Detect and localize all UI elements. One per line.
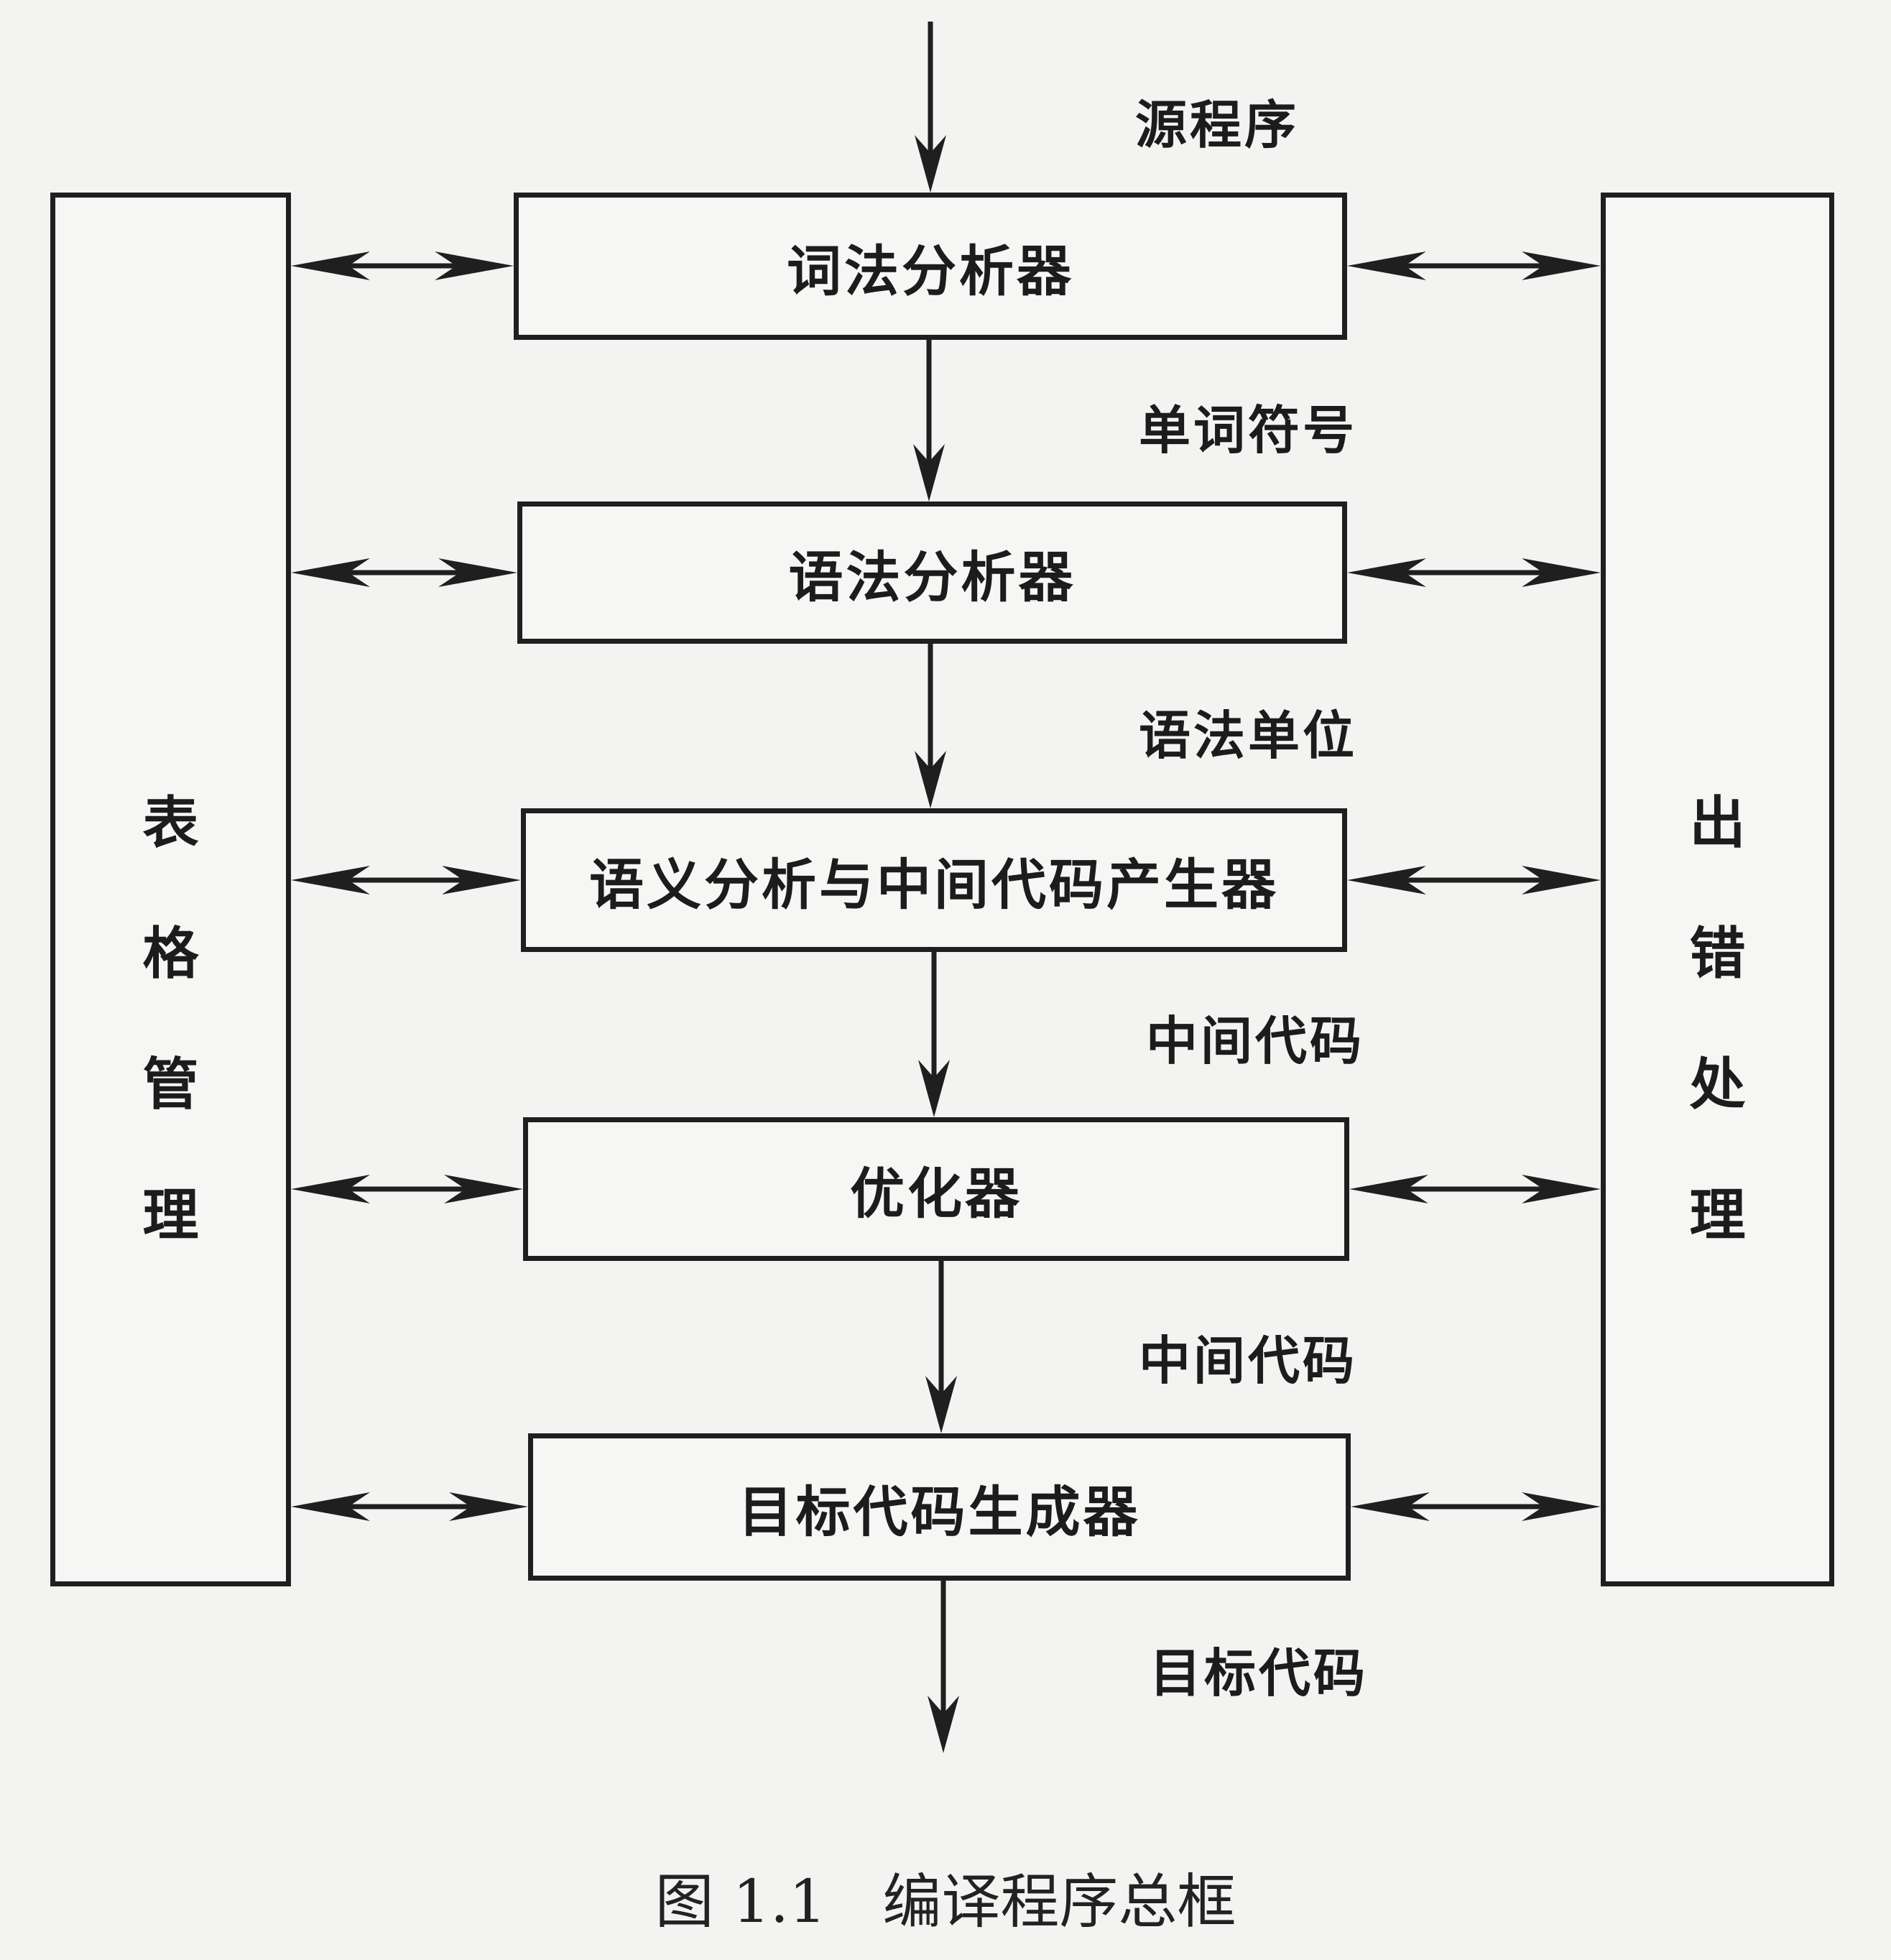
error-handling-char: 处 bbox=[1689, 1053, 1746, 1117]
syntax-analyzer-label: 语法分析器 bbox=[788, 545, 1076, 609]
syntax-unit-flow-label: 语法单位 bbox=[1139, 706, 1358, 766]
optimizer-box: 优化器 bbox=[523, 1117, 1349, 1261]
source-input-arrow-head bbox=[915, 135, 946, 193]
token-flow-label: 单词符号 bbox=[1139, 400, 1358, 461]
target-code-flow-label: 目标代码 bbox=[1150, 1643, 1369, 1704]
semantic-table-arrow-head-right bbox=[442, 866, 521, 895]
codegen-error-arrow-head-right bbox=[1522, 1492, 1601, 1521]
semantic-error-arrow-head-left bbox=[1347, 866, 1426, 895]
syntax-error-arrow-head-right bbox=[1522, 558, 1601, 587]
error-handling-label: 出 错 处 理 bbox=[1606, 758, 1829, 1281]
table-management-panel: 表 格 管 理 bbox=[50, 193, 291, 1586]
table-management-char: 管 bbox=[142, 1053, 199, 1117]
semantic-ir-generator-box: 语义分析与中间代码产生器 bbox=[521, 808, 1347, 952]
lexical-analyzer-label: 词法分析器 bbox=[787, 239, 1074, 303]
syntax-error-arrow-head-left bbox=[1347, 558, 1426, 587]
syntax-unit-flow-arrow-head bbox=[915, 751, 946, 808]
syntax-table-arrow-head-left bbox=[291, 558, 370, 587]
table-management-label: 表 格 管 理 bbox=[55, 758, 286, 1281]
target-code-generator-box: 目标代码生成器 bbox=[528, 1433, 1351, 1581]
error-handling-char: 理 bbox=[1689, 1183, 1746, 1248]
table-management-char: 表 bbox=[142, 791, 199, 856]
optimizer-error-arrow-head-right bbox=[1522, 1175, 1601, 1203]
target-code-output-arrow-head bbox=[928, 1696, 959, 1753]
optimizer-error-arrow-head-left bbox=[1349, 1175, 1428, 1203]
source-program-label: 源程序 bbox=[1135, 95, 1300, 155]
semantic-error-arrow-head-right bbox=[1522, 866, 1601, 895]
optimized-code-flow-label: 中间代码 bbox=[1139, 1331, 1358, 1391]
error-handling-char: 出 bbox=[1689, 791, 1746, 856]
lexical-error-arrow-head-right bbox=[1522, 251, 1601, 280]
error-handling-char: 错 bbox=[1689, 922, 1746, 986]
error-handling-panel: 出 错 处 理 bbox=[1601, 193, 1834, 1586]
lexical-table-arrow-head-right bbox=[435, 251, 514, 280]
optimized-code-flow-arrow-head bbox=[925, 1376, 957, 1433]
semantic-ir-generator-label: 语义分析与中间代码产生器 bbox=[589, 853, 1279, 917]
optimizer-table-arrow-head-right bbox=[444, 1175, 523, 1203]
lexical-error-arrow-head-left bbox=[1347, 251, 1426, 280]
lexical-analyzer-box: 词法分析器 bbox=[514, 193, 1347, 340]
syntax-analyzer-box: 语法分析器 bbox=[517, 501, 1347, 644]
codegen-error-arrow-head-left bbox=[1351, 1492, 1430, 1521]
table-management-char: 格 bbox=[142, 922, 199, 986]
syntax-table-arrow-head-right bbox=[438, 558, 517, 587]
token-flow-arrow-head bbox=[913, 444, 945, 501]
semantic-table-arrow-head-left bbox=[291, 866, 370, 895]
intermediate-code-flow-label: 中间代码 bbox=[1146, 1011, 1365, 1071]
target-code-generator-label: 目标代码生成器 bbox=[738, 1479, 1141, 1544]
optimizer-table-arrow-head-left bbox=[291, 1175, 370, 1203]
intermediate-code-flow-arrow-head bbox=[918, 1060, 950, 1117]
lexical-table-arrow-head-left bbox=[291, 251, 370, 280]
optimizer-label: 优化器 bbox=[850, 1162, 1022, 1226]
figure-caption: 图 1.1 编译程序总框 bbox=[655, 1868, 1236, 1936]
codegen-table-arrow-head-right bbox=[449, 1492, 528, 1521]
table-management-char: 理 bbox=[142, 1183, 199, 1248]
codegen-table-arrow-head-left bbox=[291, 1492, 370, 1521]
